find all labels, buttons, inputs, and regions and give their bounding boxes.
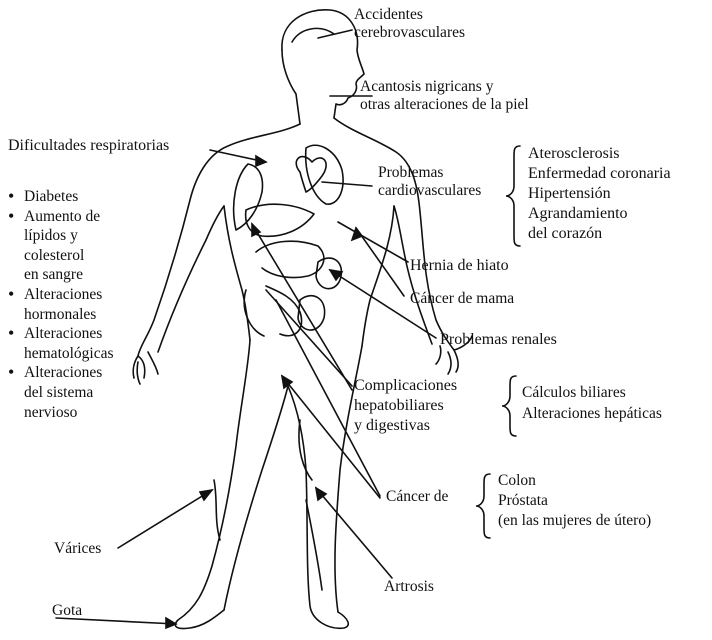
cardio-item: Aterosclerosis xyxy=(528,144,671,164)
label-varices: Várices xyxy=(54,540,101,558)
list-item-line: Diabetes xyxy=(24,187,114,207)
list-item-line: lípidos y xyxy=(24,226,114,246)
pointer-cardio xyxy=(322,182,372,186)
list-item-line: del sistema xyxy=(24,383,114,403)
intestines xyxy=(244,241,324,336)
cardio-item: Agrandamiento xyxy=(528,204,671,224)
pointer-artrosis xyxy=(316,488,392,578)
list-item-line: hematológicas xyxy=(24,344,114,364)
head-back xyxy=(282,50,300,124)
label-hepato-line2: hepatobiliares xyxy=(354,396,457,416)
pointer-varices xyxy=(118,490,212,548)
label-renales: Problemas renales xyxy=(440,330,557,350)
cancer-list: Colon Próstata (en las mujeres de útero) xyxy=(498,472,651,530)
brace-cancer xyxy=(476,474,490,538)
leg-veins xyxy=(214,420,322,590)
cardio-item: Enfermedad coronaria xyxy=(528,164,671,184)
label-cardio-line2: cardiovasculares xyxy=(378,182,481,200)
head-outline xyxy=(282,10,364,118)
label-accidentes-line2: cerebrovasculares xyxy=(354,24,465,42)
label-hepato-line1: Complicaciones xyxy=(354,376,457,396)
cancer-item: (en las mujeres de útero) xyxy=(498,512,651,530)
cancer-item: Colon xyxy=(498,472,651,490)
hepato-list: Cálculos biliares Alteraciones hepáticas xyxy=(522,384,662,423)
pointer-hepato-2 xyxy=(252,224,352,390)
list-item: Alteraciones hematológicas xyxy=(6,324,114,363)
label-hernia: Hernia de hiato xyxy=(410,256,509,276)
list-item: Aumento de lípidos y colesterol en sangr… xyxy=(6,207,114,285)
pointer-accidentes xyxy=(318,30,352,38)
label-accidentes: Accidentes cerebrovasculares xyxy=(354,6,465,42)
list-item-line: en sangre xyxy=(24,265,114,285)
cancer-item: Próstata xyxy=(498,492,651,510)
legs-outline xyxy=(175,340,250,629)
list-item-line: colesterol xyxy=(24,246,114,266)
list-item-line: hormonales xyxy=(24,305,114,325)
label-acantosis-line2: otras alteraciones de la piel xyxy=(360,96,529,114)
list-item-line: Alteraciones xyxy=(24,285,114,305)
label-cancer: Cáncer de xyxy=(386,488,448,506)
list-item-line: Alteraciones xyxy=(24,324,114,344)
left-hand xyxy=(133,352,158,384)
hepato-item: Cálculos biliares xyxy=(522,384,662,402)
list-item-line: Aumento de xyxy=(24,207,114,227)
brace-hepato xyxy=(502,376,516,436)
list-item-line: nervioso xyxy=(24,403,114,423)
label-acantosis: Acantosis nigricans y otras alteraciones… xyxy=(360,78,529,114)
label-respiratorias: Dificultades respiratorias xyxy=(8,136,169,156)
cardio-item: Hipertensión xyxy=(528,184,671,204)
pointer-hernia xyxy=(338,222,408,262)
label-acantosis-line1: Acantosis nigricans y xyxy=(360,78,529,96)
label-artrosis: Artrosis xyxy=(384,578,434,596)
label-mama: Cáncer de mama xyxy=(410,290,514,308)
label-cardio-line1: Problemas xyxy=(378,164,481,182)
hepato-item: Alteraciones hepáticas xyxy=(522,405,662,423)
brace-cardio xyxy=(506,146,520,246)
cardio-list: Aterosclerosis Enfermedad coronaria Hipe… xyxy=(528,144,671,244)
label-gota: Gota xyxy=(52,602,82,620)
list-item: Diabetes xyxy=(6,187,114,207)
lungs xyxy=(234,164,263,230)
pointer-mama xyxy=(356,228,404,296)
torso-outline xyxy=(138,124,300,356)
cardio-item: del corazón xyxy=(528,224,671,244)
label-accidentes-line1: Accidentes xyxy=(354,6,465,24)
label-cardio: Problemas cardiovasculares xyxy=(378,164,481,200)
label-hepato-line3: y digestivas xyxy=(354,416,457,436)
left-conditions-list: Diabetes Aumento de lípidos y colesterol… xyxy=(6,187,114,422)
label-hepato: Complicaciones hepatobiliares y digestiv… xyxy=(354,376,457,436)
list-item: Alteraciones hormonales xyxy=(6,285,114,324)
list-item-line: Alteraciones xyxy=(24,363,114,383)
list-item: Alteraciones del sistema nervioso xyxy=(6,363,114,422)
